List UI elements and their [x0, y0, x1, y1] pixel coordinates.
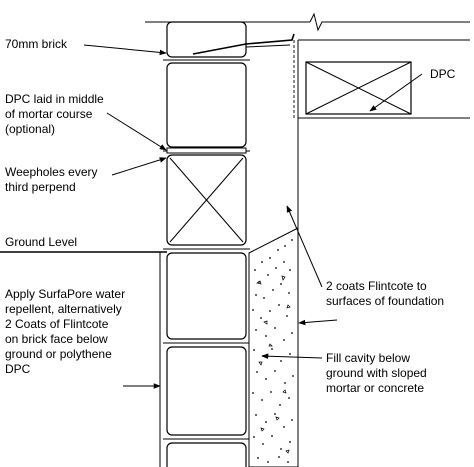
label-apply: Apply SurfaPore water repellent, alterna…: [5, 287, 125, 376]
svg-text:2 Coats of Flintcote: 2 Coats of Flintcote: [5, 317, 109, 331]
label-dpc-right: DPC: [430, 67, 456, 81]
svg-text:(optional): (optional): [5, 122, 55, 136]
cavity-tray-upper: [245, 44, 291, 48]
svg-text:ground with sloped: ground with sloped: [326, 366, 427, 380]
svg-text:of mortar course: of mortar course: [5, 107, 93, 121]
label-fill-cavity: Fill cavity below ground with sloped mor…: [326, 351, 427, 395]
label-weepholes: Weepholes every third perpend: [5, 165, 98, 194]
svg-text:on brick face below: on brick face below: [5, 332, 108, 346]
label-brick: 70mm brick: [5, 37, 68, 51]
cavity-tray: [192, 33, 295, 55]
svg-text:DPC: DPC: [5, 362, 31, 376]
svg-text:third perpend: third perpend: [5, 180, 76, 194]
label-flintcote: 2 coats Flintcote to surfaces of foundat…: [326, 279, 444, 308]
svg-text:Fill cavity below: Fill cavity below: [326, 351, 410, 365]
svg-text:DPC: DPC: [430, 67, 456, 81]
leader-arrows: [83, 44, 423, 389]
svg-text:Apply SurfaPore water: Apply SurfaPore water: [5, 287, 125, 301]
svg-text:DPC laid in middle: DPC laid in middle: [5, 92, 104, 106]
label-ground-level: Ground Level: [5, 235, 77, 249]
label-dpc-middle: DPC laid in middle of mortar course (opt…: [5, 92, 104, 136]
svg-text:Ground Level: Ground Level: [5, 235, 77, 249]
brick-wall: [166, 21, 247, 467]
svg-text:surfaces of foundation: surfaces of foundation: [326, 294, 444, 308]
ground-level-line: [0, 251, 167, 467]
dpc-mortar-course: [166, 147, 247, 154]
svg-text:70mm brick: 70mm brick: [5, 37, 68, 51]
cavity-fill-concrete: [248, 227, 299, 467]
joist-box: [305, 61, 412, 115]
svg-text:mortar or concrete: mortar or concrete: [326, 381, 424, 395]
svg-text:ground or polythene: ground or polythene: [5, 347, 112, 361]
svg-text:repellent, alternatively: repellent, alternatively: [5, 302, 122, 316]
svg-text:Weepholes every: Weepholes every: [5, 165, 98, 179]
svg-text:2 coats Flintcote to: 2 coats Flintcote to: [326, 279, 427, 293]
weephole-marker: [169, 157, 244, 243]
